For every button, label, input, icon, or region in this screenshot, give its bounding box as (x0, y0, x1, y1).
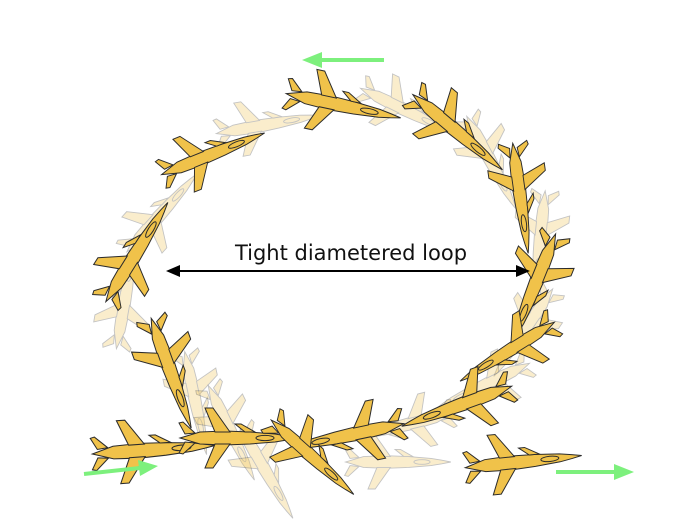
direction-arrow-bottom-right (556, 464, 634, 480)
aircraft-sequence (79, 63, 586, 517)
direction-arrow-bottom-left (83, 460, 158, 476)
arrow-icon (83, 466, 141, 476)
jet-fighter-icon (79, 186, 194, 319)
arrow-head-icon (614, 464, 634, 480)
direction-arrow-top (302, 52, 384, 68)
arrow-head-icon (302, 52, 322, 68)
jet-fighter-icon (460, 425, 586, 499)
loop-label: Tight diametered loop (234, 241, 467, 265)
jet-fighter-icon (390, 357, 524, 455)
diameter-dimension (166, 265, 530, 277)
arrow-head-icon (138, 460, 158, 476)
diameter-arrowhead-right (516, 265, 530, 277)
diameter-arrowhead-left (166, 265, 180, 277)
